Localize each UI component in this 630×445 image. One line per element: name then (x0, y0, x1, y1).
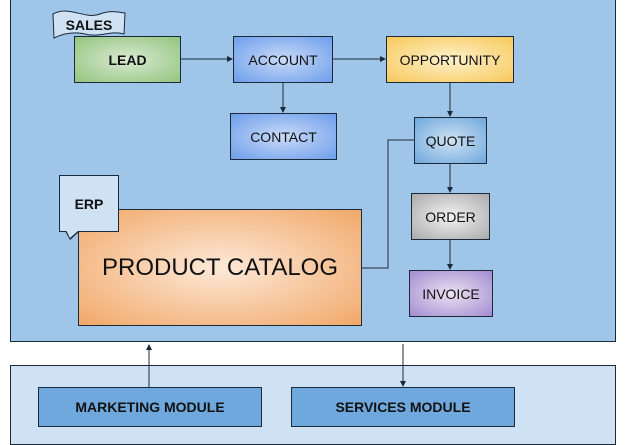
node-contact-label: CONTACT (250, 128, 317, 145)
node-quote-label: QUOTE (425, 132, 476, 149)
node-lead[interactable]: LEAD (74, 36, 181, 83)
node-account-label: ACCOUNT (248, 51, 318, 68)
connectors (146, 56, 453, 387)
sales-banner-icon (52, 10, 126, 39)
erp-callout: ERP (59, 175, 119, 232)
node-lead-label: LEAD (108, 51, 147, 68)
marketing-module-label: MARKETING MODULE (75, 399, 225, 415)
node-account[interactable]: ACCOUNT (233, 36, 333, 83)
node-invoice-label: INVOICE (422, 285, 480, 302)
services-module-label: SERVICES MODULE (335, 399, 471, 415)
node-product-catalog-label: PRODUCT CATALOG (101, 253, 339, 281)
node-invoice[interactable]: INVOICE (409, 270, 493, 317)
edge-catalog-quote (362, 139, 414, 269)
node-opportunity[interactable]: OPPORTUNITY (386, 36, 514, 83)
node-contact[interactable]: CONTACT (230, 113, 337, 160)
services-module[interactable]: SERVICES MODULE (291, 387, 515, 427)
node-product-catalog[interactable]: PRODUCT CATALOG (78, 209, 362, 326)
node-order-label: ORDER (425, 208, 476, 225)
node-quote[interactable]: QUOTE (414, 117, 487, 164)
node-order[interactable]: ORDER (411, 193, 490, 240)
marketing-module[interactable]: MARKETING MODULE (38, 387, 262, 427)
erp-group-label: ERP (74, 195, 104, 212)
node-opportunity-label: OPPORTUNITY (399, 51, 501, 68)
erp-callout-tail-fill (66, 230, 79, 238)
sales-group-label: SALES (65, 17, 113, 33)
